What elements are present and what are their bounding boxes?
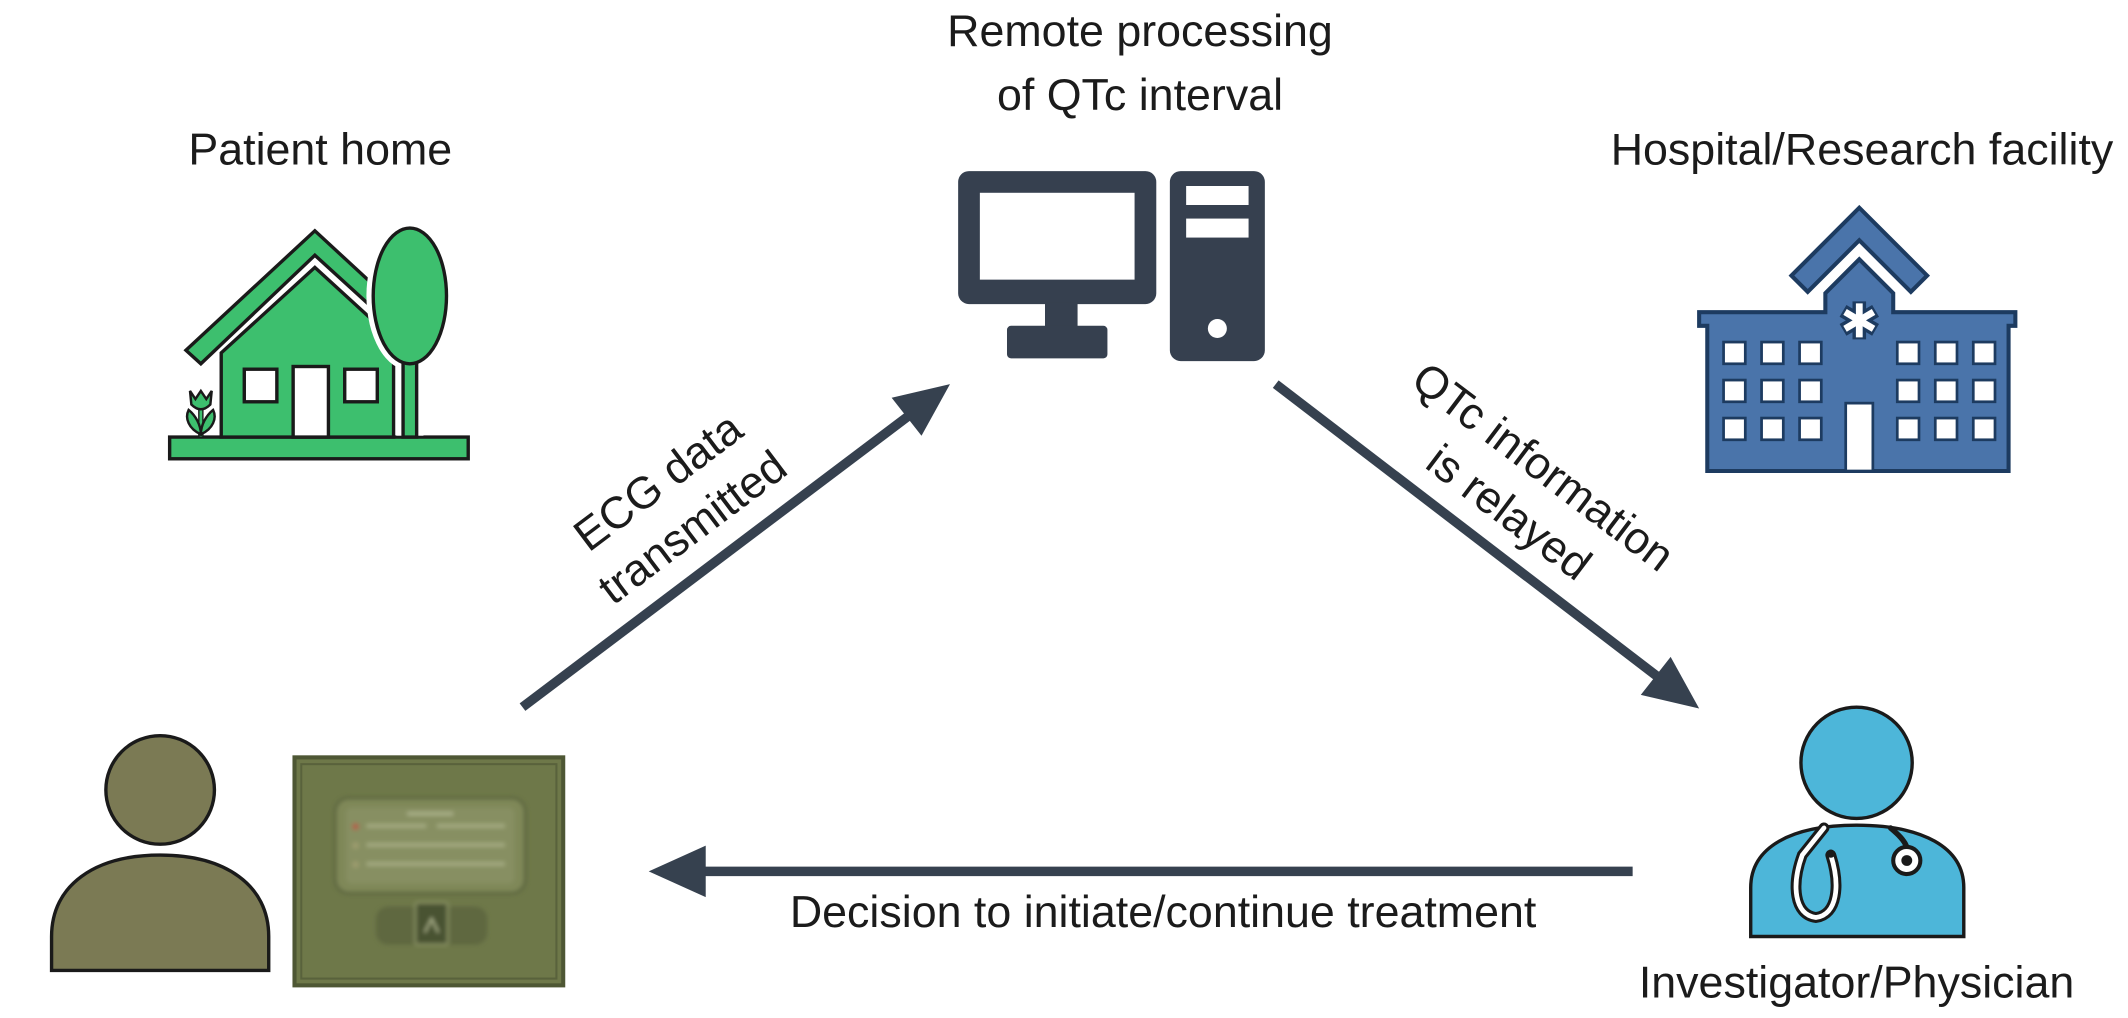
hospital-window xyxy=(1895,416,1921,442)
power-button xyxy=(1207,319,1227,338)
monitor-base xyxy=(1007,325,1108,359)
ground xyxy=(167,435,470,461)
hospital-window xyxy=(1933,340,1959,366)
hospital-window xyxy=(1933,416,1959,442)
arrow-shaft xyxy=(519,411,913,711)
stand-button xyxy=(414,901,449,946)
hospital-icon xyxy=(1697,204,2018,474)
arrow-qtc-relayed xyxy=(1272,380,1700,709)
node-patient-home: Patient home xyxy=(167,124,470,461)
screen-row xyxy=(366,861,505,866)
stethoscope-chest-piece-center xyxy=(1901,855,1913,866)
hospital-door xyxy=(1844,401,1875,473)
drive-slot xyxy=(1186,186,1249,205)
drive-slot xyxy=(1186,218,1249,238)
patient-head xyxy=(104,733,217,846)
person-icon xyxy=(49,733,271,973)
hospital-window xyxy=(1798,378,1823,404)
arrow-decision xyxy=(648,845,1633,898)
edge-label-ecg-transmitted: ECG data transmitted xyxy=(565,403,796,614)
edge-label-decision: Decision to initiate/continue treatment xyxy=(790,887,1537,937)
tulip-leaf xyxy=(185,408,203,437)
star-arm xyxy=(1843,309,1876,332)
hospital-window xyxy=(1895,340,1921,366)
hospital-window xyxy=(1722,416,1747,442)
arrow-ecg-transmitted xyxy=(519,384,950,711)
physician-head xyxy=(1799,705,1914,821)
screen-row xyxy=(437,823,505,828)
screen-indicator xyxy=(352,823,359,830)
screen-row xyxy=(366,842,505,847)
tulip-flower xyxy=(188,388,213,411)
device-stand xyxy=(375,901,488,946)
remote-processing-title-line2: of QTc interval xyxy=(997,70,1283,120)
medical-star-icon xyxy=(1839,301,1879,340)
patient-body xyxy=(49,853,271,973)
node-remote-processing: Remote processing of QTc interval xyxy=(947,6,1333,362)
hospital-roof-chevron xyxy=(1788,204,1931,295)
stethoscope-earpiece xyxy=(1826,849,1835,858)
arrowhead xyxy=(891,384,950,436)
arrowhead xyxy=(648,845,706,898)
arrow-shaft xyxy=(1272,380,1662,682)
hospital-window xyxy=(1895,378,1921,404)
investigator-label: Investigator/Physician xyxy=(1639,958,2074,1008)
hospital-window xyxy=(1798,340,1823,366)
screen-indicator xyxy=(352,842,359,849)
hospital-window xyxy=(1760,340,1785,366)
house-window xyxy=(343,367,379,404)
hospital-window xyxy=(1971,416,1997,442)
physician-icon xyxy=(1749,705,1966,939)
hospital-window xyxy=(1722,340,1747,366)
stethoscope-tube xyxy=(1793,825,1839,920)
house-icon xyxy=(167,221,470,461)
tree-crown xyxy=(371,226,449,366)
arrowhead xyxy=(1640,656,1700,709)
screen-row xyxy=(366,823,427,828)
ecg-device-icon xyxy=(292,755,566,988)
screen-indicator xyxy=(352,861,359,868)
monitor-screen xyxy=(979,192,1135,280)
patient-home-label: Patient home xyxy=(188,124,452,174)
house-door xyxy=(291,364,331,439)
house-window xyxy=(242,367,279,404)
node-investigator: Investigator/Physician xyxy=(1639,705,2074,1008)
node-hospital: Hospital/Research facility xyxy=(1611,124,2114,474)
device-frame-inner-border xyxy=(300,763,558,980)
tulip-icon xyxy=(185,388,216,438)
device-phone-screen xyxy=(333,796,527,895)
hospital-window xyxy=(1798,416,1823,442)
stand-button-mark xyxy=(423,916,440,933)
stethoscope-icon xyxy=(1790,822,1923,923)
hospital-window xyxy=(1971,340,1997,366)
hospital-label: Hospital/Research facility xyxy=(1611,124,2114,174)
hospital-window xyxy=(1760,378,1785,404)
hospital-window xyxy=(1760,416,1785,442)
remote-processing-title-line1: Remote processing xyxy=(947,6,1333,56)
hospital-window xyxy=(1722,378,1747,404)
hospital-windows xyxy=(1722,340,1997,473)
hospital-window xyxy=(1933,378,1959,404)
computer-icon xyxy=(958,171,1265,362)
screen-header-bar xyxy=(407,811,454,816)
physician-body xyxy=(1749,823,1966,939)
medical-star-fill xyxy=(1843,303,1876,338)
hospital-window xyxy=(1971,378,1997,404)
node-patient xyxy=(49,733,566,988)
tulip-leaf xyxy=(199,408,216,437)
monitor-neck xyxy=(1045,302,1078,329)
